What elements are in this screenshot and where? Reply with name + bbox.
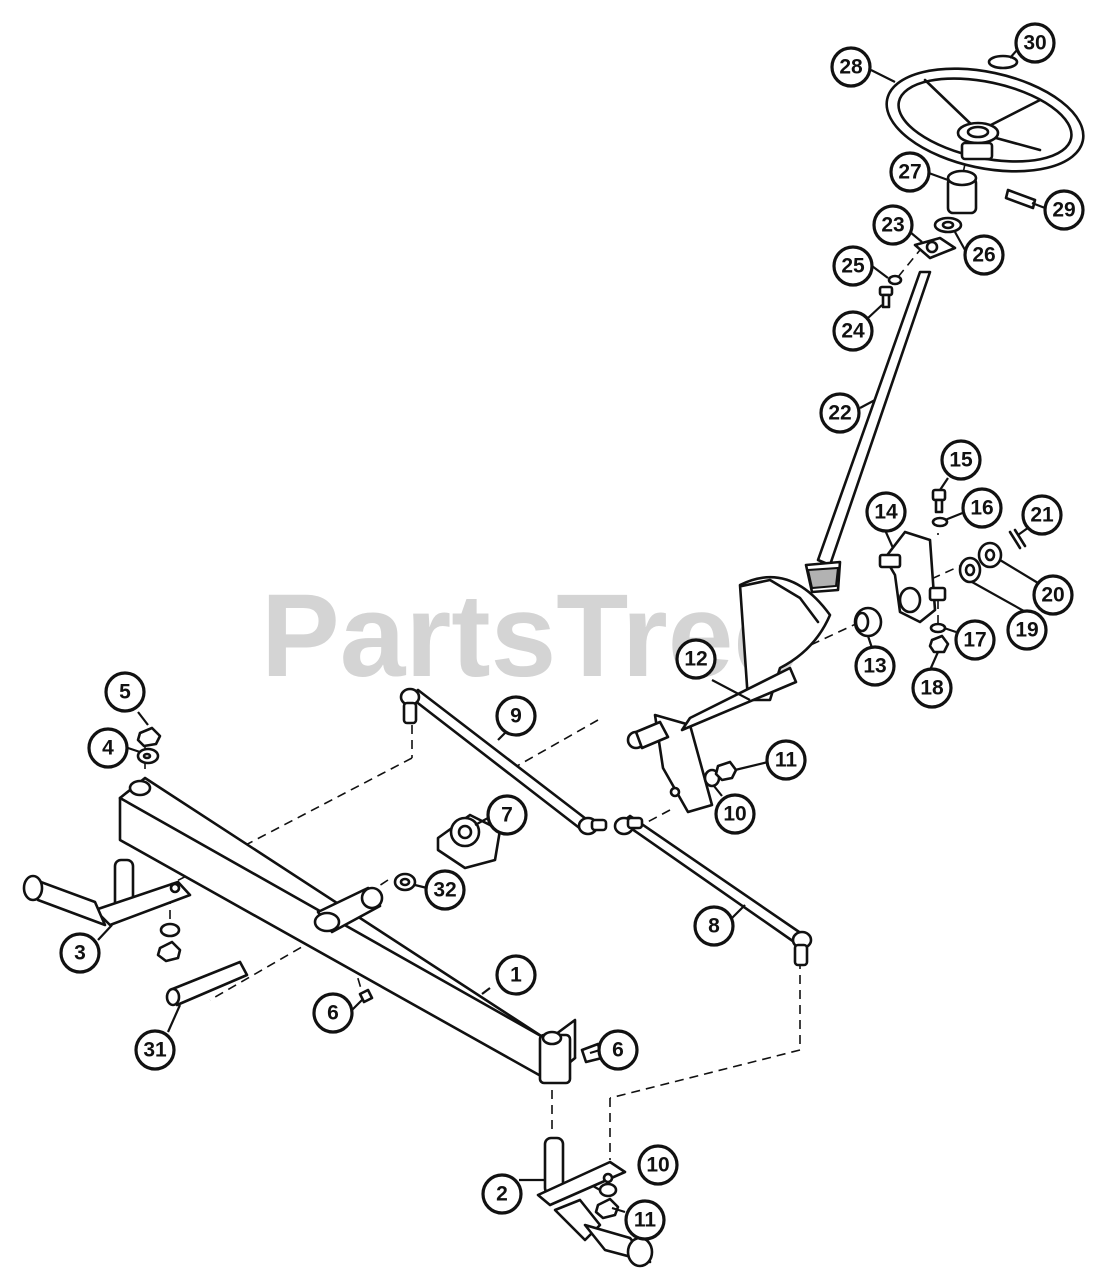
callout-11-upper[interactable]: 11 <box>765 739 807 781</box>
callout-label: 8 <box>708 915 720 938</box>
callout-label: 6 <box>612 1039 624 1062</box>
bushing-13-drawing <box>853 606 883 638</box>
callout-label: 14 <box>874 501 898 524</box>
roll-pin-drawing <box>1004 188 1037 210</box>
callout-label: 11 <box>775 749 798 772</box>
callout-17[interactable]: 17 <box>954 619 996 661</box>
callout-label: 30 <box>1023 32 1046 55</box>
tie-rod-lower-drawing <box>613 814 813 967</box>
spindle-left-drawing <box>22 858 192 927</box>
callout-label: 26 <box>972 244 995 267</box>
callout-label: 31 <box>143 1039 167 1062</box>
callout-10-lower[interactable]: 10 <box>637 1144 679 1186</box>
callout-label: 2 <box>496 1183 508 1206</box>
callout-label: 10 <box>646 1154 669 1177</box>
callout-label: 24 <box>841 320 865 343</box>
axle-drawing <box>118 776 577 1085</box>
callout-31[interactable]: 31 <box>134 1029 176 1071</box>
pin-31-drawing <box>165 960 249 1007</box>
callout-12[interactable]: 12 <box>675 638 717 680</box>
callout-label: 11 <box>634 1209 657 1232</box>
callout-label: 13 <box>863 655 886 678</box>
callout-label: 22 <box>828 402 851 425</box>
callout-22[interactable]: 22 <box>819 392 861 434</box>
tie-rod-upper-drawing <box>399 687 608 836</box>
bracket-hardware-drawing <box>928 488 1027 654</box>
callout-label: 16 <box>970 497 993 520</box>
sector-gear-drawing <box>626 576 832 814</box>
pillow-block-drawing <box>436 813 502 870</box>
callout-6-right[interactable]: 6 <box>597 1029 639 1071</box>
callout-14[interactable]: 14 <box>865 491 907 533</box>
callout-label: 12 <box>684 648 707 671</box>
callout-32[interactable]: 32 <box>424 869 466 911</box>
callout-4[interactable]: 4 <box>87 727 129 769</box>
steering-wheel-drawing <box>885 67 1085 173</box>
callout-23[interactable]: 23 <box>872 204 914 246</box>
callout-label: 29 <box>1052 199 1075 222</box>
callout-label: 9 <box>510 705 522 728</box>
callout-13[interactable]: 13 <box>854 645 896 687</box>
callout-label: 4 <box>102 737 114 760</box>
callout-18[interactable]: 18 <box>911 667 953 709</box>
support-bracket-drawing <box>878 530 947 624</box>
callout-20[interactable]: 20 <box>1032 574 1074 616</box>
callout-7[interactable]: 7 <box>486 794 528 836</box>
left-hardware-drawing <box>136 726 604 1064</box>
callout-8[interactable]: 8 <box>693 905 735 947</box>
callout-label: 28 <box>839 56 863 79</box>
callout-21[interactable]: 21 <box>1021 494 1063 536</box>
callout-28[interactable]: 28 <box>830 46 872 88</box>
callout-label: 3 <box>74 942 86 965</box>
callout-label: 23 <box>881 214 904 237</box>
callout-26[interactable]: 26 <box>963 234 1005 276</box>
callout-11-lower[interactable]: 11 <box>624 1199 666 1241</box>
callout-30[interactable]: 30 <box>1014 22 1056 64</box>
callout-24[interactable]: 24 <box>832 310 874 352</box>
callout-3[interactable]: 3 <box>59 932 101 974</box>
callout-1[interactable]: 1 <box>495 954 537 996</box>
callout-label: 25 <box>841 255 865 278</box>
callout-19[interactable]: 19 <box>1006 609 1048 651</box>
callout-label: 6 <box>327 1002 339 1025</box>
callout-15[interactable]: 15 <box>940 439 982 481</box>
top-bracket-drawing <box>878 216 963 309</box>
steering-shaft-drawing <box>804 270 932 594</box>
watermark-text: PartsTree <box>261 570 799 702</box>
callout-25[interactable]: 25 <box>832 245 874 287</box>
callout-label: 21 <box>1030 504 1054 527</box>
callout-label: 1 <box>510 964 522 987</box>
callout-label: 7 <box>501 804 513 827</box>
callout-label: 17 <box>963 629 986 652</box>
callout-10-upper[interactable]: 10 <box>714 793 756 835</box>
callout-label: 10 <box>723 803 746 826</box>
callout-6-left[interactable]: 6 <box>312 992 354 1034</box>
adapter-drawing <box>946 169 978 215</box>
callout-label: 5 <box>119 681 131 704</box>
callout-9[interactable]: 9 <box>495 695 537 737</box>
callout-29[interactable]: 29 <box>1043 189 1085 231</box>
callout-label: 20 <box>1041 584 1064 607</box>
spindle-right-drawing <box>536 1136 654 1268</box>
callout-label: 32 <box>433 879 456 902</box>
callout-2[interactable]: 2 <box>481 1173 523 1215</box>
callouts: 1 2 3 4 5 6 6 7 8 9 10 10 11 11 12 13 14… <box>59 22 1085 1241</box>
callout-label: 18 <box>920 677 944 700</box>
callout-label: 19 <box>1015 619 1038 642</box>
cap-drawing <box>987 54 1019 70</box>
callout-5[interactable]: 5 <box>104 671 146 713</box>
callout-16[interactable]: 16 <box>961 487 1003 529</box>
callout-label: 15 <box>949 449 973 472</box>
callout-27[interactable]: 27 <box>889 151 931 193</box>
misc-hardware-drawing <box>594 760 738 1220</box>
callout-label: 27 <box>898 161 921 184</box>
